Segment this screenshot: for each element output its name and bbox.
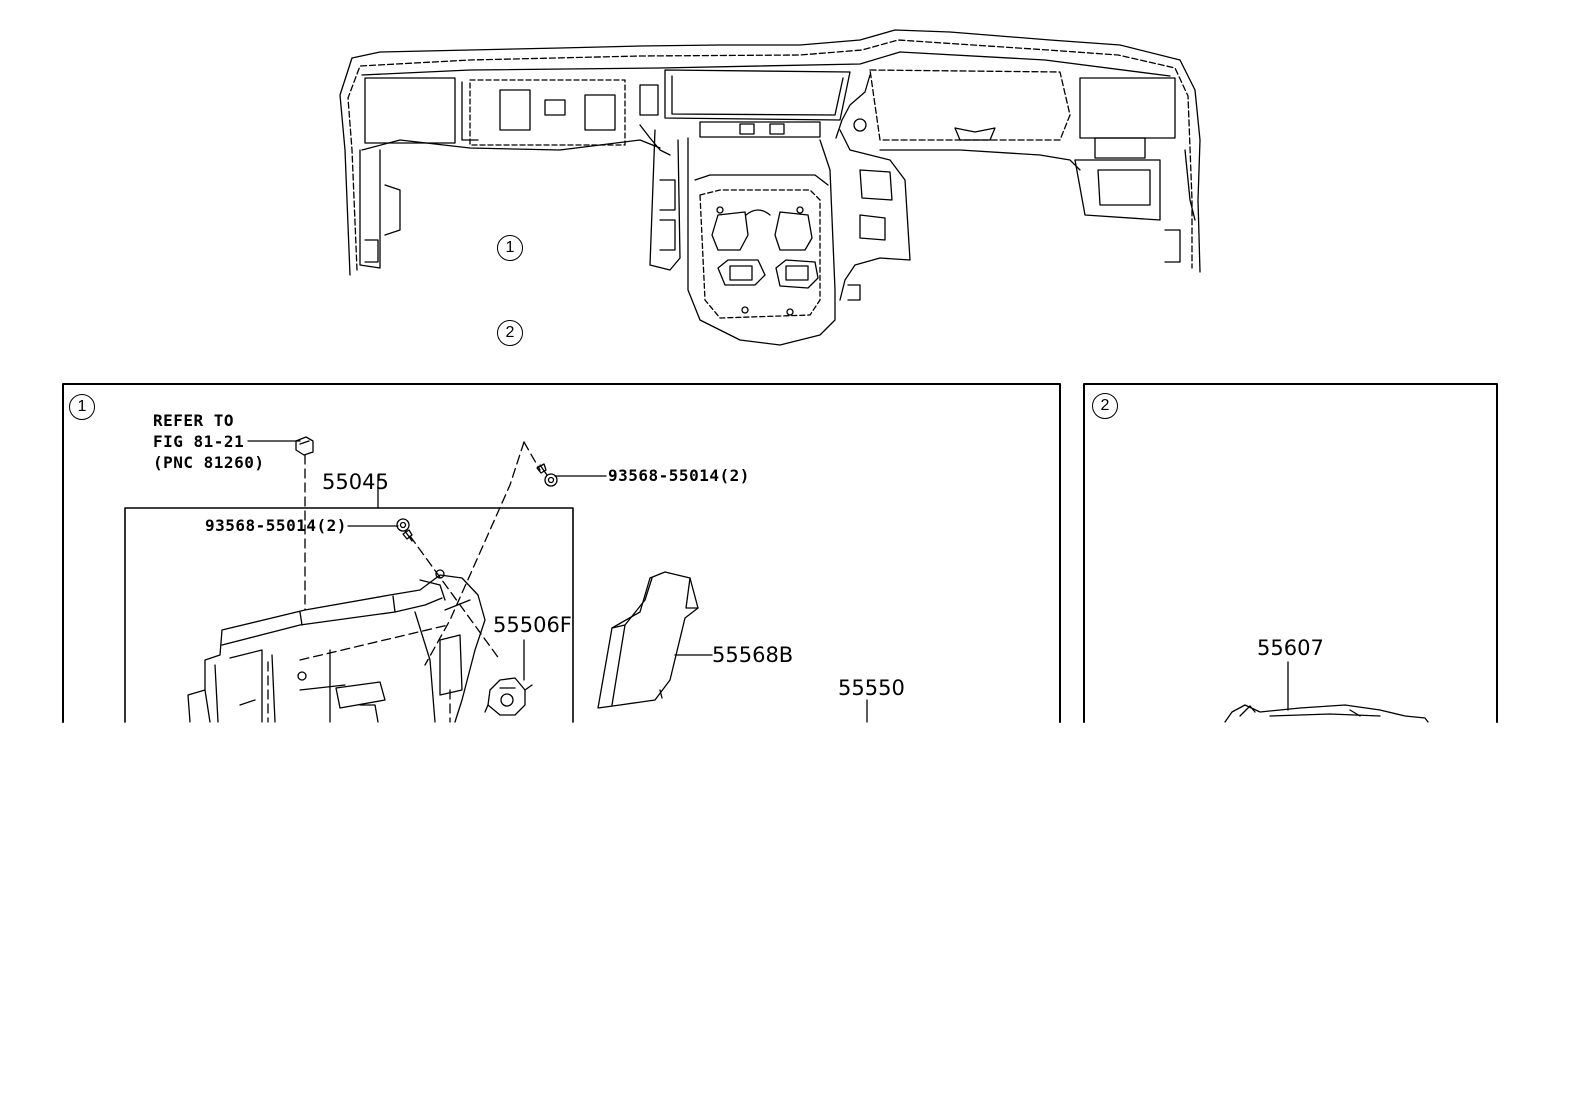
part-55506F-label[interactable]: 55506F xyxy=(493,613,572,637)
clip-part xyxy=(295,436,314,456)
leader-lines xyxy=(247,440,1289,723)
instrument-panel-illustration xyxy=(339,29,1201,346)
damper-part xyxy=(484,677,533,716)
screw-inner xyxy=(396,518,413,542)
side-trim-part xyxy=(597,571,699,709)
part-55550-label[interactable]: 55550 xyxy=(838,676,905,700)
refer-to-label: REFER TO xyxy=(153,411,235,430)
overview-callout-1: 1 xyxy=(497,235,523,261)
exploded-view-dashes xyxy=(267,441,541,723)
glove-box-housing xyxy=(187,569,486,723)
part-55568B-label[interactable]: 55568B xyxy=(712,643,794,667)
screw-outer-label[interactable]: 93568-55014(2) xyxy=(608,466,750,485)
part-55045-label[interactable]: 55045 xyxy=(322,470,389,494)
screw-inner-label[interactable]: 93568-55014(2) xyxy=(205,516,347,535)
panel-2-marker: 2 xyxy=(1092,393,1118,419)
center-cluster-part xyxy=(1224,704,1429,723)
part-55607-label[interactable]: 55607 xyxy=(1257,636,1324,660)
overview-callout-2: 2 xyxy=(497,320,523,346)
panel-1-marker: 1 xyxy=(69,394,95,420)
refer-fig-label[interactable]: FIG 81-21 xyxy=(153,432,245,451)
refer-pnc-label: (PNC 81260) xyxy=(153,453,265,472)
screw-outer xyxy=(536,463,558,487)
